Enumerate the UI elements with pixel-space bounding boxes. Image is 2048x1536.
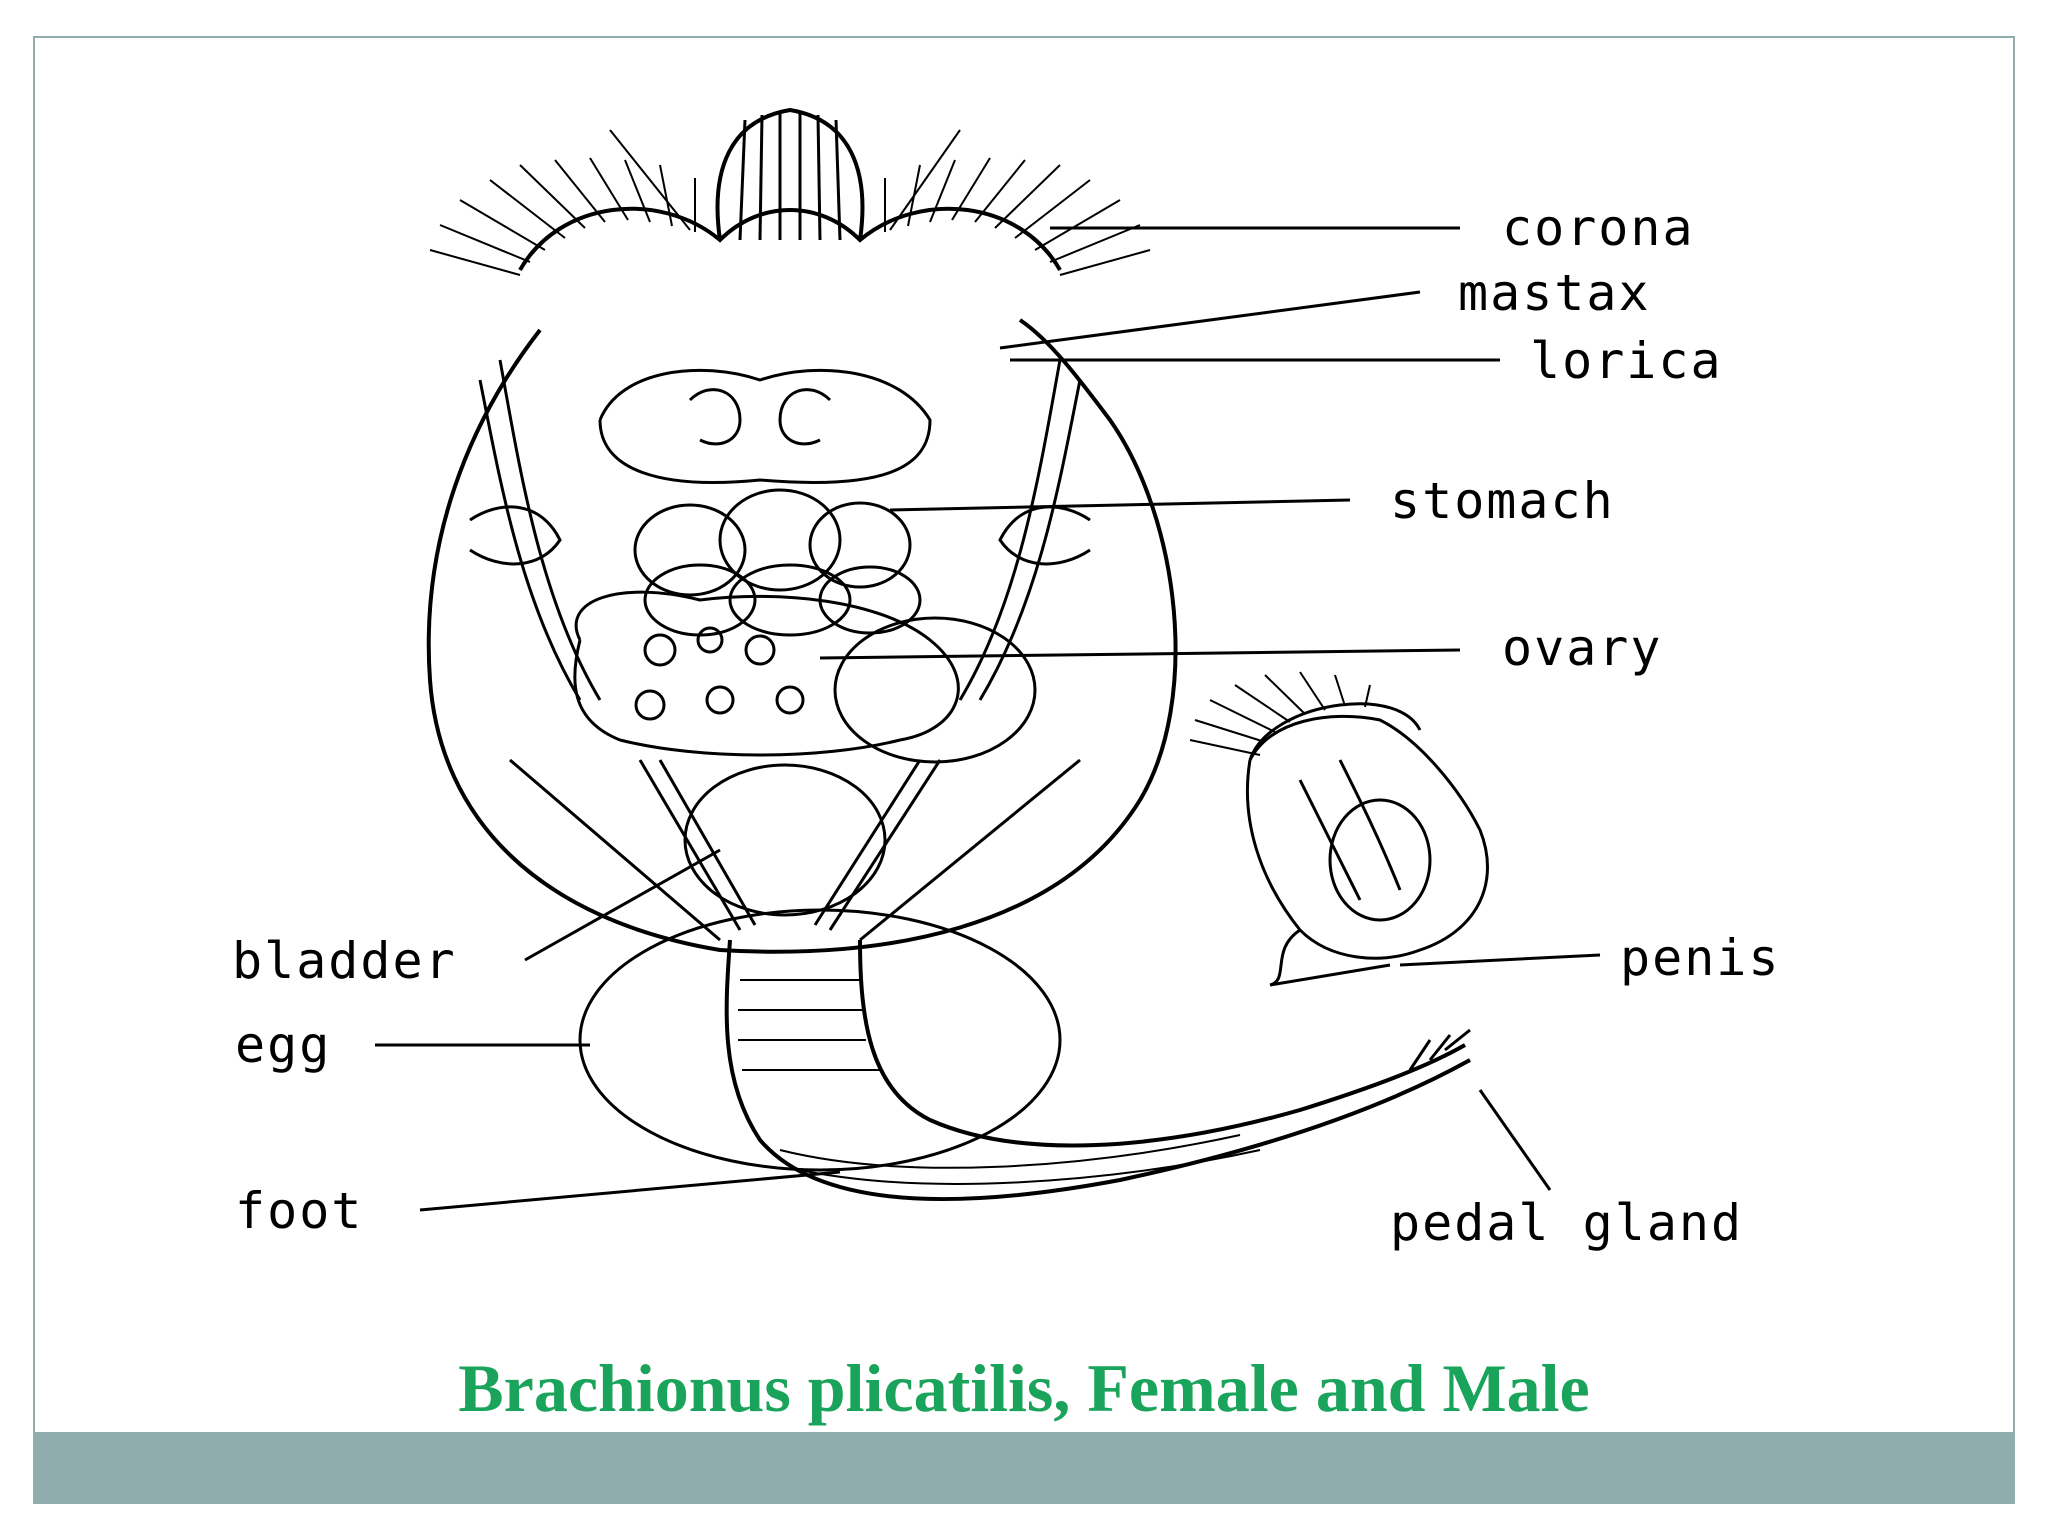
stomach-leader: [889, 498, 1351, 512]
label-pedal-gland: pedal gland: [1390, 1194, 1743, 1252]
label-stomach: stomach: [1390, 472, 1615, 530]
footer-bar: [35, 1432, 2013, 1502]
label-mastax: mastax: [1458, 264, 1651, 322]
mastax-leader: [999, 290, 1421, 350]
pedal-gland-leader: [1478, 1089, 1552, 1191]
male-rotifer-drawing: [1189, 671, 1489, 987]
ovary-leader: [819, 648, 1461, 660]
label-egg: egg: [235, 1016, 331, 1074]
label-lorica: lorica: [1530, 332, 1723, 390]
female-rotifer-drawing: [426, 107, 1471, 1202]
label-penis: penis: [1620, 929, 1781, 987]
label-corona: corona: [1502, 199, 1695, 257]
penis-leader: [1399, 953, 1601, 967]
slide-caption: Brachionus plicatilis, Female and Male: [458, 1350, 1590, 1426]
slide: Brachionus plicatilis, Female and Male: [33, 36, 2015, 1504]
leader-lines: [375, 226, 1601, 1212]
foot-leader: [419, 1170, 841, 1212]
label-ovary: ovary: [1502, 619, 1663, 677]
label-foot: foot: [235, 1182, 363, 1240]
bladder-leader: [524, 848, 721, 962]
label-bladder: bladder: [232, 932, 457, 990]
